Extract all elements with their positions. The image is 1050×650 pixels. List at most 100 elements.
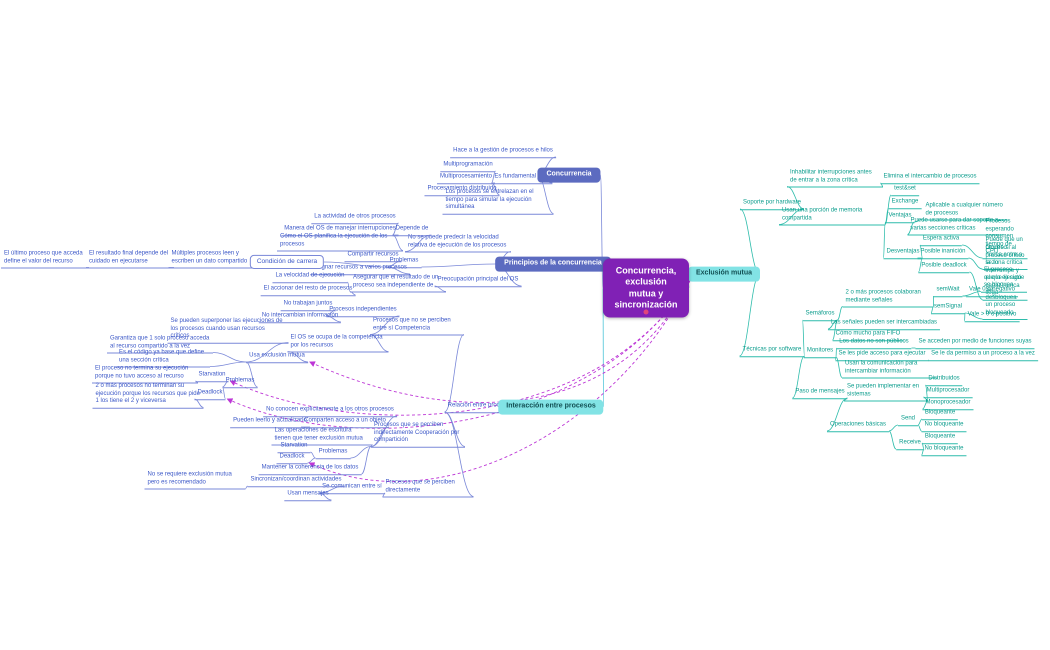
node-condicion-carrera[interactable]: Condición de carrera — [249, 254, 325, 270]
node-escritura-em[interactable]: Las operaciones de escritura tienen que … — [271, 427, 373, 446]
node-multiprogramacion[interactable]: Multiprogramación — [440, 160, 496, 172]
node-no-predecir[interactable]: No se puede predecir la velocidad relati… — [405, 234, 511, 253]
node-se-bloquea[interactable]: El proceso que lo ejecutó se bloquea — [981, 266, 1027, 293]
node-deadlock1[interactable]: Deadlock — [194, 388, 226, 400]
node-sincronizan[interactable]: Sincronizan/coordinan actividades — [247, 475, 345, 487]
node-receive[interactable]: Receive — [896, 438, 924, 450]
node-os-ocupa[interactable]: El OS se ocupa de la competencia por los… — [287, 334, 389, 353]
node-multiples-leen[interactable]: Múltiples procesos leen y escriben un da… — [168, 250, 260, 269]
node-se-desbloquea[interactable]: Se desbloquea un proceso bloqueado — [982, 286, 1028, 320]
node-accionar[interactable]: El accionar del resto de procesos — [260, 284, 356, 296]
node-deadlock2[interactable]: Deadlock — [276, 452, 308, 464]
node-proc-distribuido[interactable]: Procesamiento distribuido — [424, 184, 500, 196]
node-send-nobloq[interactable]: No bloqueante — [921, 420, 967, 432]
node-deadlock1-desc[interactable]: 2 o más procesos no terminan su ejecució… — [92, 382, 204, 409]
node-vale-positivo[interactable]: Vale > 0 o positivo — [964, 310, 1020, 322]
node-preocupacion[interactable]: Preocupación principal del OS — [434, 275, 522, 287]
node-no-conocen[interactable]: No conocen explícitamente a los otros pr… — [263, 405, 397, 417]
node-comparten-acceso[interactable]: Comparten acceso a un objeto — [301, 416, 389, 428]
node-compartir[interactable]: Compartir recursos — [344, 250, 402, 262]
node-velocidad-ejec[interactable]: La velocidad de ejecución — [272, 271, 348, 283]
node-principios[interactable]: Principios de la concurrencia — [495, 256, 611, 272]
node-no-trabajan[interactable]: No trabajan juntos — [280, 299, 336, 311]
node-semwait[interactable]: semWait — [933, 285, 963, 297]
node-espera-activa[interactable]: Espera activa — [919, 234, 963, 246]
node-inhabilitar[interactable]: Inhabilitar interrupciones antes de entr… — [787, 169, 883, 188]
node-monitores[interactable]: Monitores — [803, 346, 837, 358]
node-elimina-intercambio[interactable]: Elimina el intercambio de procesos — [880, 172, 980, 184]
node-recv-nobloq[interactable]: No bloqueante — [921, 444, 967, 456]
node-usan-mensajes[interactable]: Usan mensajes — [284, 489, 332, 501]
node-tecnicas-sw[interactable]: Técnicas por software — [739, 345, 805, 357]
node-multiprocesador[interactable]: Multiprocesador — [923, 386, 973, 398]
node-resultado-final[interactable]: El resultado final depende del cuidado e… — [86, 250, 174, 269]
node-problemas-p[interactable]: Problemas — [386, 256, 422, 268]
node-actividad-otros[interactable]: La actividad de otros procesos — [311, 212, 399, 224]
node-fifo[interactable]: Cómo mucho para FIFO — [832, 329, 904, 341]
node-distribuidos[interactable]: Distribuidos — [925, 374, 963, 386]
node-problemas2[interactable]: Problemas — [315, 447, 351, 459]
node-problemas-em[interactable]: Problemas — [222, 376, 258, 388]
node-monoprocesador[interactable]: Monoprocesador — [922, 398, 974, 410]
node-superponer[interactable]: Se pueden superponer las ejecuciones de … — [167, 317, 289, 344]
node-usan-comunicacion[interactable]: Usan la comunicación para intercambiar i… — [842, 360, 938, 379]
node-paso-mensajes[interactable]: Paso de mensajes — [792, 387, 848, 399]
node-porcion-memoria[interactable]: Usan una porción de memoria compartida — [779, 207, 885, 226]
node-soporte-varias[interactable]: Puede usarse para dar soporte a varias s… — [907, 217, 1003, 236]
node-datos-publicos[interactable]: Los datos no son públicos — [836, 337, 912, 349]
node-permiso-uno[interactable]: Se le da permiso a un proceso a la vez — [928, 349, 1038, 361]
node-ocurre-texto[interactable]: Ocurre si al proceso crítico se lo inter… — [982, 244, 1028, 301]
node-exchange[interactable]: Exchange — [888, 197, 922, 209]
node-implementar-sistemas[interactable]: Se pueden implementar en sistemas — [844, 383, 928, 402]
node-inanicion[interactable]: Posible inanición — [917, 247, 969, 259]
node-starvation1[interactable]: Starvation — [195, 370, 229, 382]
node-perciben-directa[interactable]: Procesos que se perciben directamente — [382, 479, 474, 498]
node-operaciones-basicas[interactable]: Operaciones básicas — [826, 420, 890, 432]
node-consumen-cpu[interactable]: Procesos esperando consumen tiempo de CP… — [982, 217, 1028, 259]
node-acceden-funciones[interactable]: Se acceden por medio de funciones suyas — [915, 337, 1035, 349]
node-una-exclusion[interactable]: Usa exclusión mutua — [246, 351, 308, 363]
node-testset[interactable]: test&set — [891, 184, 919, 196]
node-no-intercambian[interactable]: No intercambian información — [258, 311, 342, 323]
node-entrelazan[interactable]: Los procesos se entrelazan en el tiempo … — [442, 188, 554, 215]
node-ultimo-proceso[interactable]: El último proceso que acceda define el v… — [1, 250, 89, 269]
node-manera-os[interactable]: Manera del OS de manejar interrupciones — [281, 224, 399, 236]
node-garantiza[interactable]: Garantiza que 1 solo proceso acceda al r… — [107, 335, 213, 354]
node-hace-gestion[interactable]: Hace a la gestión de procesos e hilos — [450, 146, 556, 158]
node-desventajas[interactable]: Desventajas — [883, 247, 923, 259]
node-root[interactable]: Concurrencia, exclusión mutua y sincroni… — [603, 258, 689, 318]
node-proc-independientes[interactable]: Procesos independientes — [326, 305, 400, 317]
node-pide-acceso[interactable]: Se les pide acceso para ejecutar — [835, 349, 929, 361]
node-comunican[interactable]: Se comunican entre sí — [319, 482, 385, 494]
node-send[interactable]: Send — [897, 414, 919, 426]
node-soporte-hw[interactable]: Soporte por hardware — [739, 198, 805, 210]
node-semsignal[interactable]: semSignal — [930, 302, 966, 314]
node-no-perciben[interactable]: Procesos que no se perciben entre sí Com… — [370, 317, 464, 336]
node-coherencia[interactable]: Mantener la coherencia de los datos — [258, 463, 362, 475]
node-exclusion[interactable]: Exclusión mutua — [687, 266, 761, 282]
node-semaforos[interactable]: Semáforos — [802, 309, 838, 321]
node-recv-bloq[interactable]: Bloqueante — [921, 432, 959, 444]
node-vale-negativo[interactable]: Vale 0 o negativo — [966, 285, 1018, 297]
node-aplicable[interactable]: Aplicable a cualquier número de procesos — [922, 202, 1008, 221]
node-como-os[interactable]: Cómo el OS planifica la ejecución de los… — [277, 233, 403, 252]
node-send-bloq[interactable]: Bloqueante — [921, 408, 959, 420]
node-depende-de[interactable]: Depende de — [392, 224, 432, 236]
node-fundamental[interactable]: Es fundamental para — [491, 172, 553, 184]
node-concurrencia[interactable]: Concurrencia — [537, 167, 601, 183]
node-ventajas[interactable]: Ventajas — [885, 211, 915, 223]
node-senales-intercambiadas[interactable]: Las señales pueden ser intercambiadas — [827, 318, 941, 330]
node-leerlo[interactable]: Pueden leerlo y actualizarlo — [230, 416, 310, 428]
node-deadlock-posible[interactable]: Posible deadlock — [918, 261, 970, 273]
node-relacion[interactable]: Relación entre procesos — [444, 401, 516, 413]
node-codigo-seccion[interactable]: Es el código ya base que define una secc… — [116, 349, 210, 368]
node-asignar[interactable]: Asignar recursos a varios procesos — [310, 263, 410, 275]
node-multiprocesamiento[interactable]: Multiprocesamiento — [436, 172, 496, 184]
node-starvation2[interactable]: Starvation — [277, 441, 311, 453]
node-starvation1-desc[interactable]: El proceso no termina su ejecución porqu… — [92, 365, 198, 384]
node-nunca-entre[interactable]: Puede que un proceso nunca entre a la zo… — [982, 236, 1028, 270]
node-no-requiere-em[interactable]: No se requiere exclusión mutua pero es r… — [144, 471, 246, 490]
node-asegurar[interactable]: Asegurar que el resultado de un proceso … — [350, 274, 446, 293]
node-colaboran-senales[interactable]: 2 o más procesos colaboran mediante seña… — [842, 289, 934, 308]
node-interaccion[interactable]: Interacción entre procesos — [498, 399, 604, 415]
